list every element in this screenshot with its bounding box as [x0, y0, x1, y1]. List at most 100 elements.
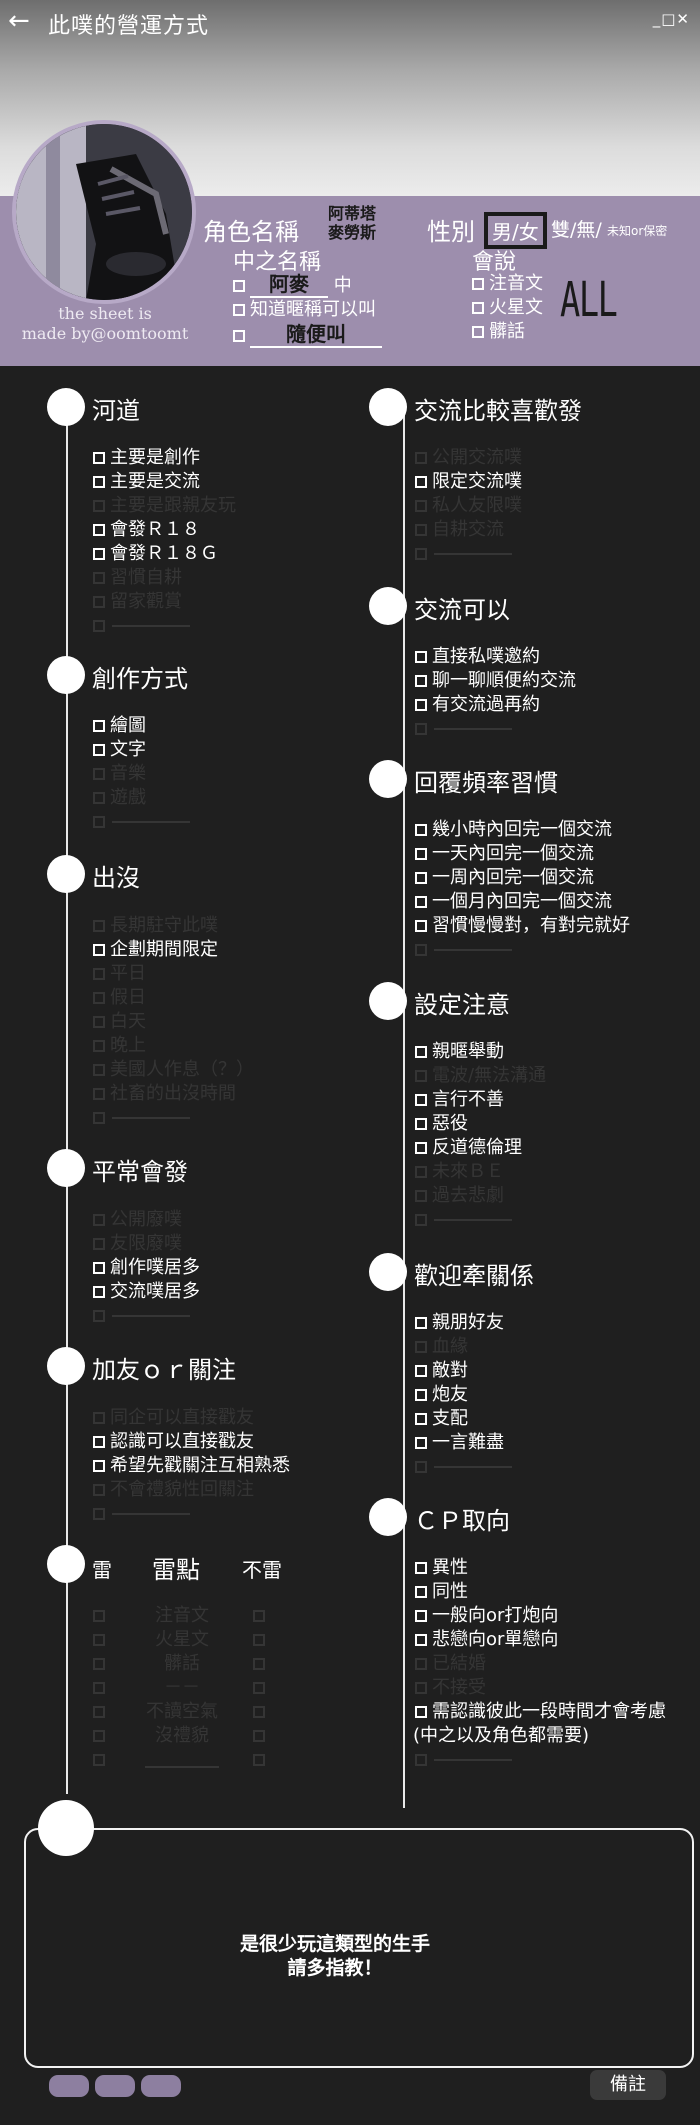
option-row[interactable]: 言行不善	[415, 1088, 546, 1112]
option-row[interactable]: 敵對	[415, 1359, 512, 1383]
option-row-blank[interactable]	[415, 1748, 666, 1772]
language-option[interactable]: 火星文	[472, 296, 543, 320]
thunder-no-box[interactable]	[253, 1706, 265, 1718]
option-row-blank[interactable]	[93, 614, 236, 638]
language-option[interactable]: 髒話	[472, 320, 543, 344]
option-row[interactable]: 一般向or打炮向	[415, 1604, 666, 1628]
thunder-yes-box[interactable]	[93, 1754, 105, 1766]
language-all-mark: ALL	[560, 272, 618, 328]
option-row[interactable]: 一言難盡	[415, 1431, 512, 1455]
option-row[interactable]: 異性	[415, 1556, 666, 1580]
option-row[interactable]: 悲戀向or單戀向	[415, 1628, 666, 1652]
nickname-option-1[interactable]: 阿麥 中	[233, 272, 382, 298]
page-pill-3[interactable]	[141, 2075, 181, 2097]
option-row[interactable]: 同性	[415, 1580, 666, 1604]
section-title-reply: 回覆頻率習慣	[414, 769, 558, 797]
option-row[interactable]: 遊戲	[93, 786, 190, 810]
checkbox-icon	[233, 330, 245, 342]
option-row[interactable]: 交流噗居多	[93, 1280, 200, 1304]
thunder-no-box[interactable]	[253, 1634, 265, 1646]
option-row[interactable]: 有交流過再約	[415, 693, 576, 717]
option-row[interactable]: 血緣	[415, 1335, 512, 1359]
thunder-yes-box[interactable]	[93, 1682, 105, 1694]
option-row[interactable]: 親朋好友	[415, 1311, 512, 1335]
option-row[interactable]: 企劃期間限定	[93, 938, 254, 962]
option-row[interactable]: 文字	[93, 738, 190, 762]
option-row[interactable]: 會發Ｒ１８Ｇ	[93, 542, 236, 566]
option-row[interactable]: 不會禮貌性回關注	[93, 1478, 290, 1502]
nickname-option-2[interactable]: 知道暱稱可以叫	[233, 298, 382, 322]
thunder-no-box[interactable]	[253, 1730, 265, 1742]
option-row[interactable]: 白天	[93, 1010, 254, 1034]
option-row[interactable]: 社畜的出沒時間	[93, 1082, 254, 1106]
option-row-blank[interactable]	[415, 717, 576, 741]
option-row[interactable]: 留家觀賞	[93, 590, 236, 614]
window-controls-icon[interactable]: _□✕	[652, 10, 690, 28]
option-row[interactable]: 支配	[415, 1407, 512, 1431]
nickname-option-3[interactable]: 隨便叫	[233, 322, 382, 348]
page-pill-2[interactable]	[95, 2075, 135, 2097]
option-row[interactable]: 已結婚	[415, 1652, 666, 1676]
option-row[interactable]: 反道德倫理	[415, 1136, 546, 1160]
option-row[interactable]: 假日	[93, 986, 254, 1010]
option-row[interactable]: 晚上	[93, 1034, 254, 1058]
option-row[interactable]: 希望先戳關注互相熟悉	[93, 1454, 290, 1478]
option-row[interactable]: 惡役	[415, 1112, 546, 1136]
option-row-blank[interactable]	[415, 1455, 512, 1479]
option-row[interactable]: 聊一聊順便約交流	[415, 669, 576, 693]
page-pill-1[interactable]	[49, 2075, 89, 2097]
option-row[interactable]: 主要是交流	[93, 470, 236, 494]
option-row[interactable]: 不接受	[415, 1676, 666, 1700]
option-row[interactable]: 電波/無法溝通	[415, 1064, 546, 1088]
gender-selected[interactable]: 男/女	[484, 212, 547, 249]
option-row[interactable]: 需認識彼此一段時間才會考慮	[415, 1700, 666, 1724]
option-row-blank[interactable]	[93, 1106, 254, 1130]
option-row[interactable]: 私人友限噗	[415, 494, 522, 518]
option-row[interactable]: 未來ＢＥ	[415, 1160, 546, 1184]
option-row[interactable]: 炮友	[415, 1383, 512, 1407]
option-row[interactable]: 友限廢噗	[93, 1232, 200, 1256]
option-row[interactable]: 創作噗居多	[93, 1256, 200, 1280]
option-row[interactable]: 習慣慢慢對，有對完就好	[415, 914, 630, 938]
back-arrow-icon[interactable]: ←	[8, 6, 30, 36]
option-row-blank[interactable]	[415, 938, 630, 962]
option-row[interactable]: 習慣自耕	[93, 566, 236, 590]
option-row[interactable]: 直接私噗邀約	[415, 645, 576, 669]
option-row[interactable]: 平日	[93, 962, 254, 986]
option-row-blank[interactable]	[93, 1502, 290, 1526]
option-row[interactable]: 音樂	[93, 762, 190, 786]
memo-button[interactable]: 備註	[590, 2070, 666, 2100]
option-row-blank[interactable]	[93, 1304, 200, 1328]
thunder-no-box[interactable]	[253, 1754, 265, 1766]
option-row[interactable]: 美國人作息（？）	[93, 1058, 254, 1082]
option-row[interactable]: 同企可以直接戳友	[93, 1406, 290, 1430]
thunder-no-box[interactable]	[253, 1610, 265, 1622]
option-row[interactable]: 公開交流噗	[415, 446, 522, 470]
language-option[interactable]: 注音文	[472, 272, 543, 296]
option-row[interactable]: 親暱舉動	[415, 1040, 546, 1064]
option-row-blank[interactable]	[415, 542, 522, 566]
option-row[interactable]: 一周內回完一個交流	[415, 866, 630, 890]
thunder-yes-box[interactable]	[93, 1658, 105, 1670]
option-row[interactable]: 一個月內回完一個交流	[415, 890, 630, 914]
option-row[interactable]: 會發Ｒ１８	[93, 518, 236, 542]
option-row[interactable]: 自耕交流	[415, 518, 522, 542]
option-row[interactable]: 公開廢噗	[93, 1208, 200, 1232]
option-row[interactable]: 限定交流噗	[415, 470, 522, 494]
option-row[interactable]: 繪圖	[93, 714, 190, 738]
thunder-yes-box[interactable]	[93, 1706, 105, 1718]
option-row[interactable]: 幾小時內回完一個交流	[415, 818, 630, 842]
option-row[interactable]: 主要是跟親友玩	[93, 494, 236, 518]
thunder-yes-box[interactable]	[93, 1634, 105, 1646]
thunder-no-box[interactable]	[253, 1658, 265, 1670]
thunder-yes-box[interactable]	[93, 1730, 105, 1742]
option-row[interactable]: 認識可以直接戳友	[93, 1430, 290, 1454]
option-row[interactable]: 主要是創作	[93, 446, 236, 470]
option-row-blank[interactable]	[415, 1208, 546, 1232]
option-row[interactable]: 長期駐守此噗	[93, 914, 254, 938]
option-row[interactable]: 過去悲劇	[415, 1184, 546, 1208]
option-row[interactable]: 一天內回完一個交流	[415, 842, 630, 866]
thunder-no-box[interactable]	[253, 1682, 265, 1694]
thunder-yes-box[interactable]	[93, 1610, 105, 1622]
option-row-blank[interactable]	[93, 810, 190, 834]
